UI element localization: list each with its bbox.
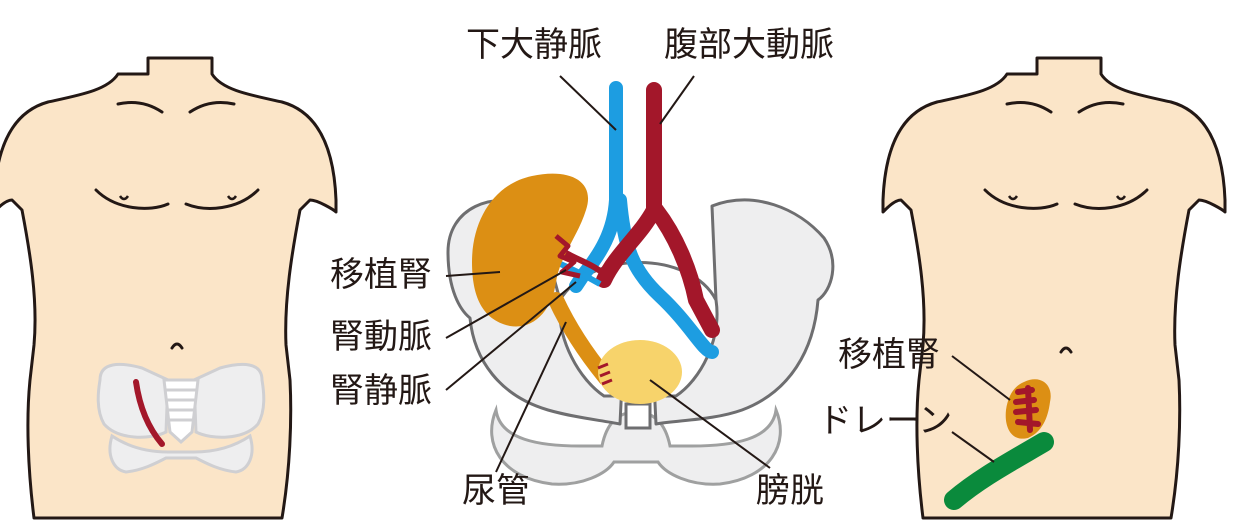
- left-pelvis-lower: [108, 433, 254, 474]
- label-renal-vein: 腎静脈: [330, 371, 432, 411]
- right-navel: [1059, 346, 1073, 354]
- left-clavicle-l: [116, 100, 164, 114]
- center-pelvis: [445, 75, 835, 486]
- leader-renal-vein: [445, 281, 577, 391]
- leader-bladder: [649, 379, 771, 469]
- aorta-vessel: [596, 82, 720, 338]
- label-transplanted-kidney: 移植腎: [330, 255, 432, 295]
- right-clavicle-l: [1005, 100, 1053, 114]
- pubic-symphysis: [624, 402, 652, 430]
- left-pelvis-ilium-l: [96, 362, 170, 439]
- left-navel: [170, 342, 184, 350]
- left-vessel: [133, 379, 165, 447]
- left-pelvis-ilium-r: [192, 362, 266, 439]
- bladder-anastomosis: [597, 362, 613, 386]
- right-kidney-vessels: [1013, 385, 1041, 433]
- right-leader-lines: [951, 355, 1011, 463]
- left-spine-ridges: [164, 388, 198, 422]
- leader-ureter: [495, 321, 567, 473]
- right-nipple-l: [1007, 195, 1019, 201]
- right-torso-outline: [881, 56, 1227, 520]
- left-chest-l: [94, 188, 170, 210]
- left-torso-outline: [0, 56, 338, 520]
- left-torso: [0, 56, 338, 520]
- left-neck: [146, 58, 214, 74]
- ivc-vessel: [569, 81, 719, 359]
- leader-drain: [951, 431, 995, 463]
- leader-ivc: [559, 75, 617, 131]
- pelvis-lower-arch: [490, 404, 782, 486]
- left-pelvis: [96, 362, 266, 474]
- leader-lines: [445, 75, 771, 473]
- label-renal-artery: 腎動脈: [330, 317, 432, 357]
- label-ureter: 尿管: [462, 471, 530, 511]
- label-drain: ドレーン: [818, 401, 953, 441]
- right-chest-r: [1073, 188, 1149, 210]
- drain-tube: [944, 432, 1054, 510]
- leader-aorta: [659, 75, 695, 125]
- kidney-hilum-vessels: [554, 234, 581, 279]
- right-neck: [1035, 58, 1103, 74]
- left-nipple-r: [226, 195, 238, 201]
- label-aorta: 腹部大動脈: [664, 25, 834, 65]
- right-chest-l: [983, 188, 1059, 210]
- right-torso: [881, 56, 1227, 520]
- left-nipple-l: [118, 195, 130, 201]
- leader-right-kidney: [951, 355, 1011, 401]
- right-nipple-r: [1115, 195, 1127, 201]
- transplanted-kidney-shape: [472, 173, 589, 327]
- label-bladder: 膀胱: [756, 471, 824, 511]
- label-ivc: 下大静脈: [466, 25, 602, 65]
- leader-renal-artery: [445, 269, 567, 339]
- left-clavicle-r: [188, 100, 236, 114]
- left-chest-r: [184, 188, 260, 210]
- leader-kidney: [445, 271, 501, 277]
- right-clavicle-r: [1077, 100, 1125, 114]
- label-transplanted-kidney-right: 移植腎: [838, 335, 940, 375]
